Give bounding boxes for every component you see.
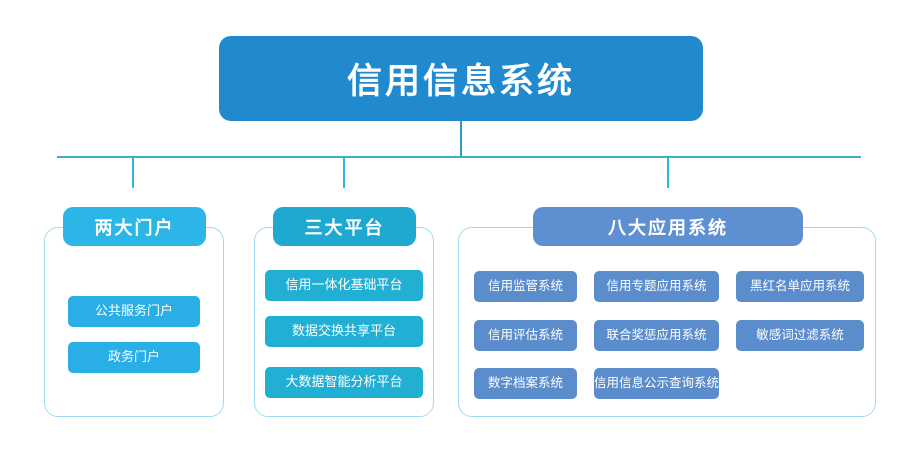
item-label: 信用监管系统 (487, 278, 563, 293)
item-label: 信用一体化基础平台 (285, 277, 403, 293)
root-node-credit-information-system[interactable]: 信用信息系统 (219, 36, 703, 121)
item-label: 数字档案系统 (487, 375, 563, 390)
item-platform-bigdata-intelligent-analysis[interactable]: 大数据智能分析平台 (265, 367, 423, 398)
group-header-portals[interactable]: 两大门户 (63, 207, 206, 246)
item-label: 敏感词过滤系统 (756, 327, 844, 342)
item-label: 信用信息公示查询系统 (594, 375, 720, 390)
item-app-joint-reward-punishment[interactable]: 联合奖惩应用系统 (594, 320, 719, 351)
root-title: 信用信息系统 (346, 62, 575, 101)
connector-drop-apps (667, 158, 669, 188)
item-label: 黑红名单应用系统 (749, 278, 850, 293)
item-app-credit-supervision[interactable]: 信用监管系统 (474, 271, 577, 302)
item-app-credit-info-public-query[interactable]: 信用信息公示查询系统 (594, 368, 719, 399)
connector-horizontal-bus (57, 156, 861, 158)
item-label: 信用专题应用系统 (606, 278, 707, 293)
item-label: 数据交换共享平台 (291, 323, 396, 339)
group-header-apps-label: 八大应用系统 (608, 217, 728, 238)
item-app-digital-archive[interactable]: 数字档案系统 (474, 368, 577, 399)
item-platform-credit-integrated-base[interactable]: 信用一体化基础平台 (265, 270, 423, 301)
item-label: 政务门户 (107, 349, 160, 365)
item-app-sensitive-word-filter[interactable]: 敏感词过滤系统 (736, 320, 864, 351)
connector-drop-portals (132, 158, 134, 188)
item-label: 联合奖惩应用系统 (606, 327, 707, 342)
item-portal-government-affairs[interactable]: 政务门户 (68, 342, 200, 373)
group-header-portals-label: 两大门户 (94, 217, 175, 238)
group-header-apps[interactable]: 八大应用系统 (533, 207, 803, 246)
item-label: 信用评估系统 (487, 327, 563, 342)
item-label: 大数据智能分析平台 (285, 374, 403, 390)
group-header-platforms[interactable]: 三大平台 (273, 207, 416, 246)
connector-root-vertical (460, 121, 462, 157)
item-label: 公共服务门户 (94, 303, 173, 319)
item-portal-public-service[interactable]: 公共服务门户 (68, 296, 200, 327)
item-platform-data-exchange-sharing[interactable]: 数据交换共享平台 (265, 316, 423, 347)
connector-drop-platforms (343, 158, 345, 188)
group-header-platforms-label: 三大平台 (304, 217, 385, 238)
item-app-credit-thematic[interactable]: 信用专题应用系统 (594, 271, 719, 302)
item-app-blacklist-redlist[interactable]: 黑红名单应用系统 (736, 271, 864, 302)
item-app-credit-evaluation[interactable]: 信用评估系统 (474, 320, 577, 351)
